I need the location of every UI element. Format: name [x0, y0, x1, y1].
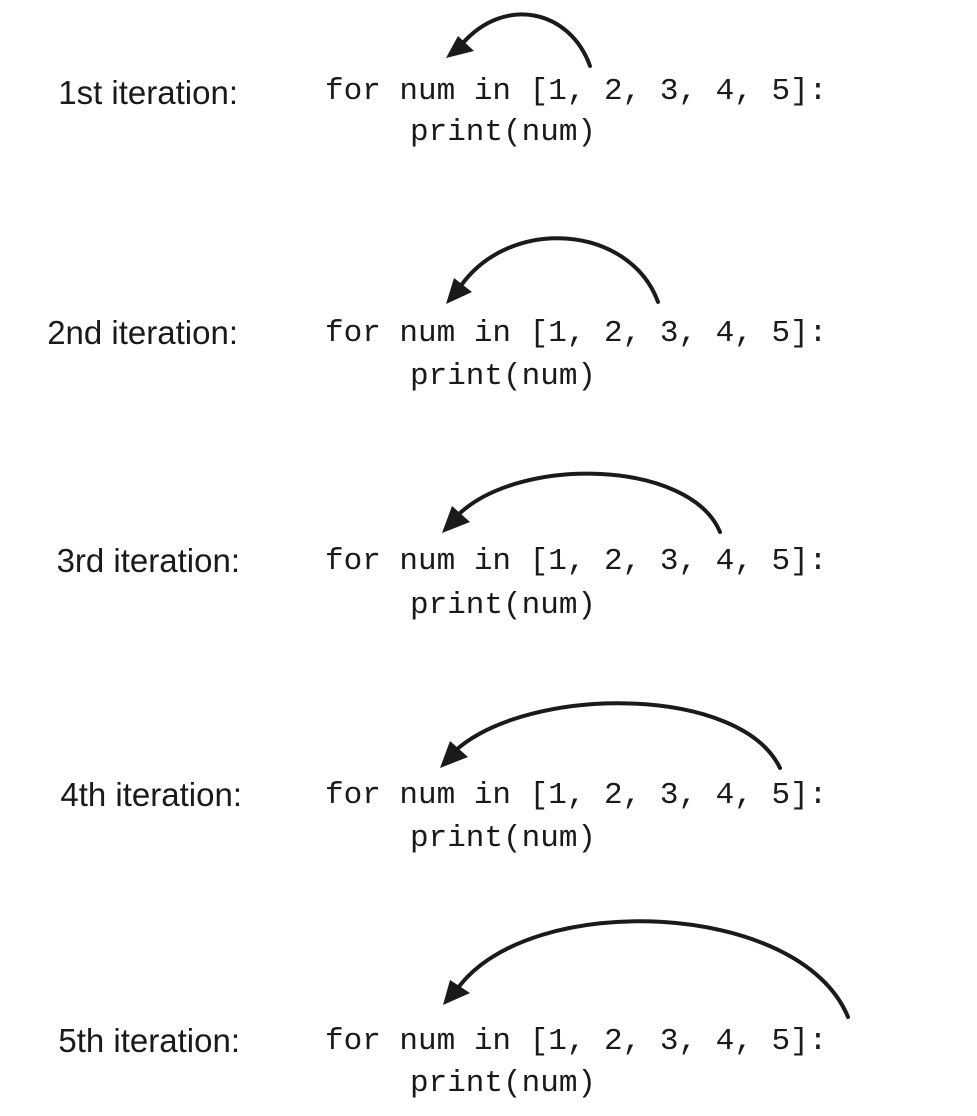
- iteration-label: 2nd iteration:: [47, 314, 238, 351]
- arrow-head-icon: [443, 980, 470, 1005]
- for-statement-line: for num in [1, 2, 3, 4, 5]:: [325, 74, 827, 109]
- for-statement-line: for num in [1, 2, 3, 4, 5]:: [325, 544, 827, 579]
- iteration-4: 4th iteration: for num in [1, 2, 3, 4, 5…: [60, 701, 827, 856]
- print-statement-line: print(num): [410, 588, 596, 623]
- iteration-1: 1st iteration: for num in [1, 2, 3, 4, 5…: [58, 12, 827, 150]
- arrow-head-icon: [446, 278, 472, 304]
- for-statement-line: for num in [1, 2, 3, 4, 5]:: [325, 316, 827, 351]
- for-statement-line: for num in [1, 2, 3, 4, 5]:: [325, 1024, 827, 1059]
- print-statement-line: print(num): [410, 1066, 596, 1101]
- print-statement-line: print(num): [410, 359, 596, 394]
- iteration-label: 5th iteration:: [58, 1022, 240, 1059]
- iteration-3: 3rd iteration: for num in [1, 2, 3, 4, 5…: [57, 471, 827, 623]
- iteration-arrow-arc: [454, 701, 782, 770]
- arrow-head-icon: [442, 506, 470, 533]
- iteration-5: 5th iteration: for num in [1, 2, 3, 4, 5…: [58, 919, 850, 1101]
- iteration-label: 1st iteration:: [58, 74, 238, 111]
- iteration-arrow-arc: [460, 12, 592, 68]
- for-statement-line: for num in [1, 2, 3, 4, 5]:: [325, 778, 827, 813]
- iteration-arrow-arc: [456, 471, 722, 534]
- print-statement-line: print(num): [410, 821, 596, 856]
- iteration-arrow-arc: [456, 919, 850, 1019]
- arrow-head-icon: [440, 741, 468, 768]
- print-statement-line: print(num): [410, 115, 596, 150]
- arrow-head-icon: [446, 36, 474, 58]
- iteration-arrow-arc: [458, 236, 660, 304]
- iteration-2: 2nd iteration: for num in [1, 2, 3, 4, 5…: [47, 236, 827, 394]
- iteration-label: 3rd iteration:: [57, 542, 240, 579]
- iteration-label: 4th iteration:: [60, 776, 242, 813]
